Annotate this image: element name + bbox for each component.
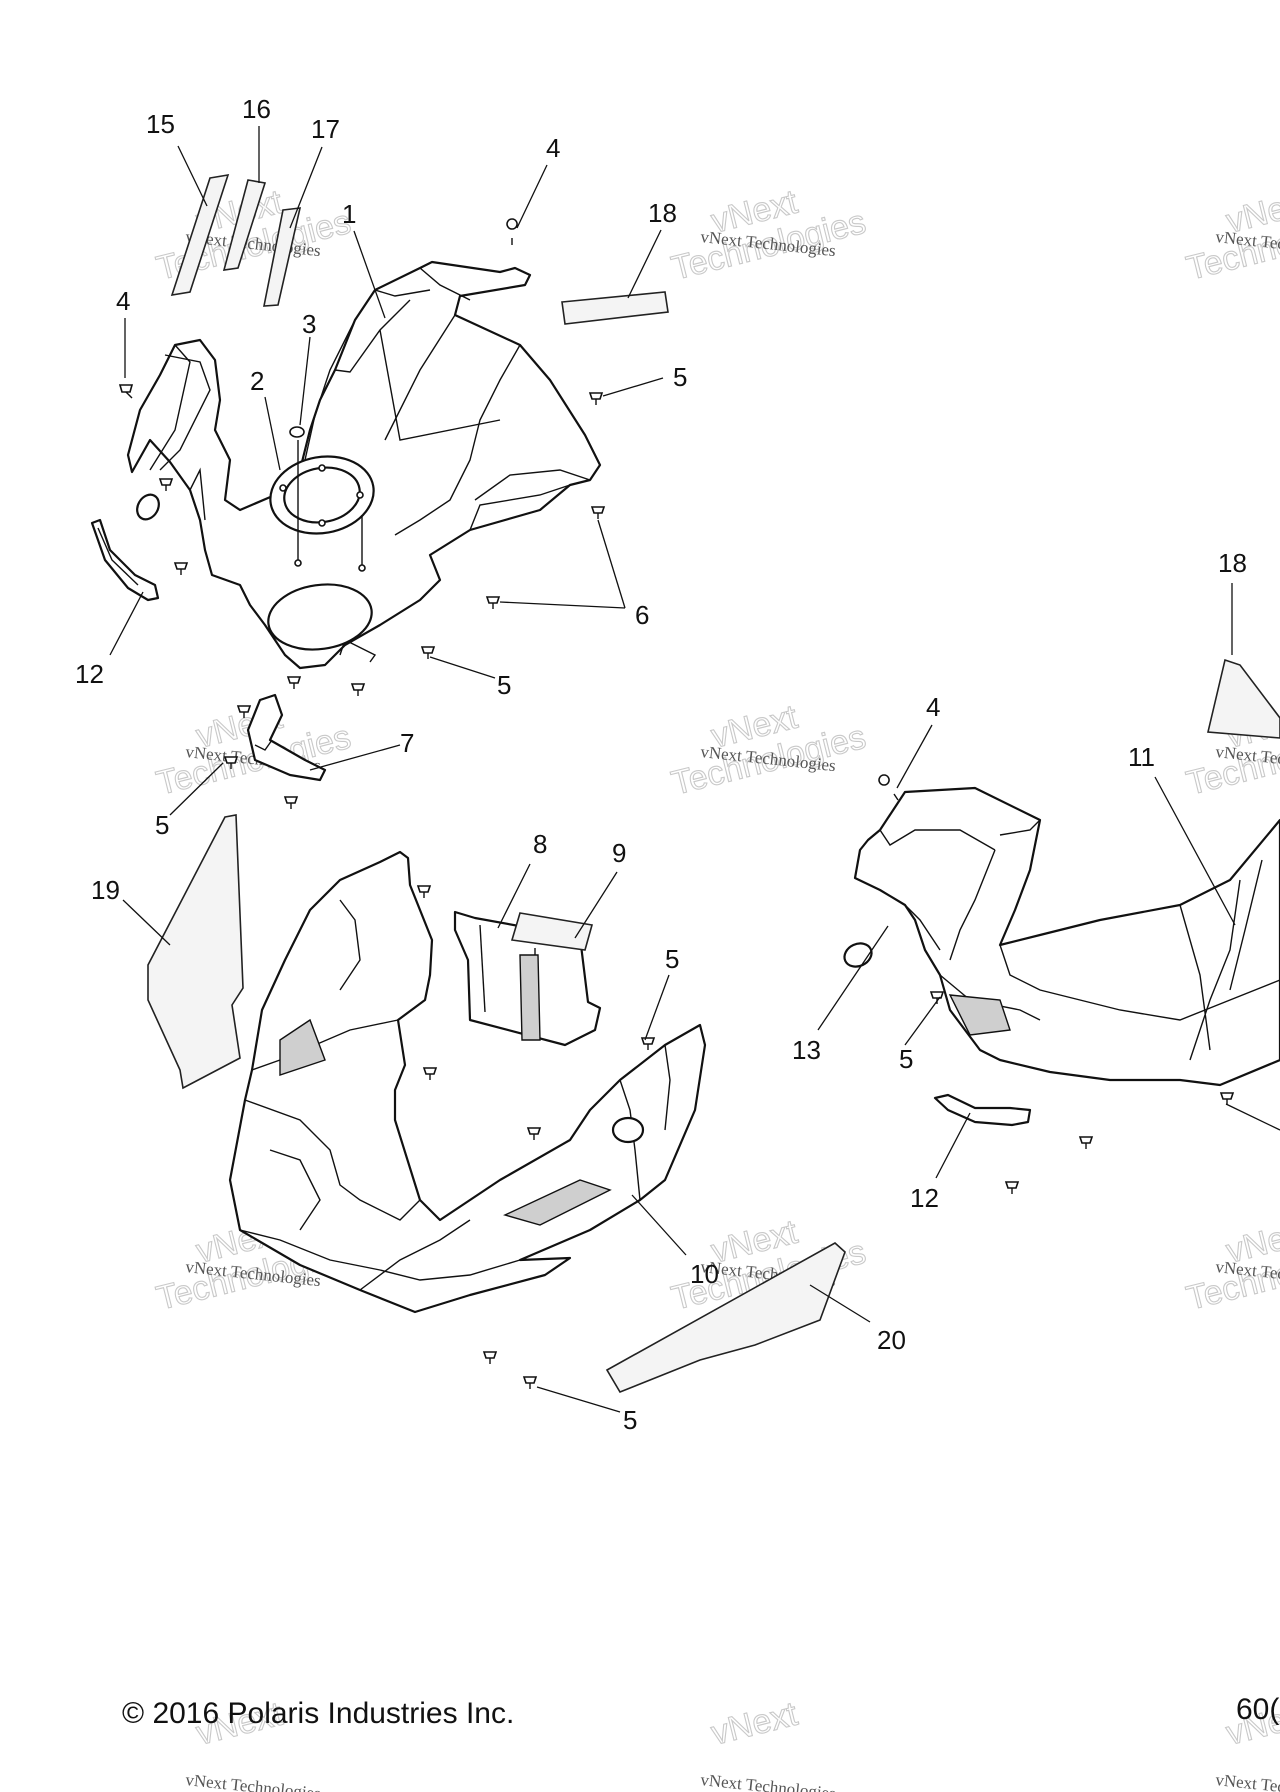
fastener-screw bbox=[588, 392, 604, 405]
part-9-label bbox=[510, 912, 594, 951]
fastener-screw bbox=[286, 676, 302, 689]
callout-12: 12 bbox=[910, 1183, 939, 1213]
callout-5: 5 bbox=[623, 1405, 637, 1435]
part-3-washer bbox=[289, 426, 305, 438]
fastener-screw bbox=[118, 384, 134, 399]
upper-bulkhead-assembly bbox=[90, 218, 606, 696]
fastener-screw bbox=[1219, 1092, 1235, 1105]
callout-8: 8 bbox=[533, 829, 547, 859]
callout-2: 2 bbox=[250, 366, 264, 396]
callout-4: 4 bbox=[546, 133, 560, 163]
part-11-side-panel bbox=[853, 786, 1280, 1087]
fastener-screw bbox=[416, 885, 432, 898]
part-13-plug bbox=[843, 942, 873, 968]
watermark: Technologies vNext bbox=[152, 697, 355, 803]
fastener-screw bbox=[158, 478, 174, 491]
fastener-screw bbox=[590, 506, 606, 519]
fastener-screw bbox=[482, 1351, 498, 1364]
callout-13: 13 bbox=[792, 1035, 821, 1065]
callout-18: 18 bbox=[648, 198, 677, 228]
callout-5: 5 bbox=[497, 670, 511, 700]
watermark-small-text: vNext Technologies bbox=[700, 1770, 837, 1792]
part-7-bracket bbox=[223, 693, 327, 809]
callout-4: 4 bbox=[926, 692, 940, 722]
lower-belly-pan-assembly bbox=[228, 850, 707, 1389]
fastener-screw bbox=[223, 756, 239, 769]
fastener-screw bbox=[640, 1037, 656, 1050]
fastener-screw bbox=[506, 218, 518, 245]
part-17-pad bbox=[263, 207, 302, 307]
watermark: vNext bbox=[707, 1694, 802, 1753]
callout-7: 7 bbox=[400, 728, 414, 758]
callout-15: 15 bbox=[146, 109, 175, 139]
callout-5: 5 bbox=[155, 810, 169, 840]
copyright-notice: © 2016 Polaris Industries Inc. bbox=[122, 1697, 515, 1730]
callout-5: 5 bbox=[899, 1044, 913, 1074]
callout-17: 17 bbox=[311, 114, 340, 144]
callout-5: 5 bbox=[665, 944, 679, 974]
callout-20: 20 bbox=[877, 1325, 906, 1355]
watermark-top-text: vNext bbox=[708, 1695, 802, 1753]
callout-18: 18 bbox=[1218, 548, 1247, 578]
callout-6: 6 bbox=[635, 600, 649, 630]
part-1-bulkhead bbox=[126, 260, 602, 670]
callout-3: 3 bbox=[302, 309, 316, 339]
callout-5: 5 bbox=[673, 362, 687, 392]
part-plug bbox=[136, 493, 160, 521]
watermark-small-text: vNext Technologies bbox=[185, 1770, 322, 1792]
fastener-screw bbox=[522, 1376, 538, 1389]
leader-lines bbox=[109, 126, 1280, 1413]
part-18-pad-right bbox=[1207, 658, 1280, 739]
part-20-panel bbox=[605, 1242, 846, 1393]
fastener-screw bbox=[878, 774, 899, 801]
part-19-panel bbox=[147, 814, 244, 1090]
watermark-small-text: vNext Technologies bbox=[1215, 1770, 1280, 1792]
page-number: 60( bbox=[1236, 1693, 1280, 1726]
part-2-ring bbox=[269, 455, 375, 535]
fastener-screw bbox=[350, 683, 366, 696]
fastener-screw bbox=[420, 646, 436, 659]
pads-15-16-17 bbox=[170, 173, 302, 307]
part-15-pad bbox=[170, 173, 230, 297]
callout-11: 11 bbox=[1128, 742, 1155, 772]
watermark: Technologies vNext bbox=[667, 697, 870, 803]
fastener-screw bbox=[526, 1127, 542, 1140]
part-belly-pan-port bbox=[611, 1116, 645, 1144]
callouts: 15 16 17 1 4 18 4 3 2 5 6 5 12 7 5 19 8 … bbox=[75, 94, 1247, 1435]
fastener-screw bbox=[1078, 1136, 1094, 1149]
fastener-screw bbox=[485, 596, 501, 609]
callout-19: 19 bbox=[91, 875, 120, 905]
part-12-bracket-right bbox=[933, 1093, 1032, 1127]
callout-4: 4 bbox=[116, 286, 130, 316]
callout-10: 10 bbox=[690, 1259, 719, 1289]
part-12-bracket bbox=[90, 518, 160, 602]
callout-9: 9 bbox=[612, 838, 626, 868]
fastener-screw bbox=[236, 705, 252, 718]
part-lower-opening bbox=[267, 583, 373, 651]
callout-1: 1 bbox=[342, 199, 356, 229]
fastener-screw bbox=[173, 562, 189, 575]
part-18-pad bbox=[561, 291, 669, 325]
right-side-assembly bbox=[853, 774, 1280, 1194]
callout-16: 16 bbox=[242, 94, 271, 124]
fastener-screw bbox=[283, 796, 299, 809]
watermark: Technologies vNext bbox=[667, 182, 870, 288]
fastener-screw bbox=[422, 1067, 438, 1080]
fastener-screw bbox=[1004, 1181, 1020, 1194]
callout-12: 12 bbox=[75, 659, 104, 689]
